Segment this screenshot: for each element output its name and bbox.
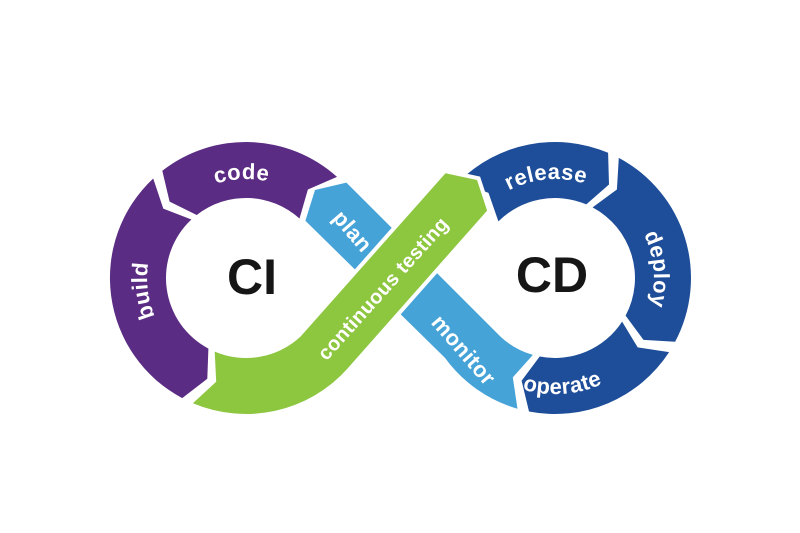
segment-operate [519,317,673,416]
plan-monitor-band [303,180,537,412]
segment-code [160,140,341,223]
segment-build [107,174,211,401]
segment-release [455,140,612,226]
segment-deploy [588,154,693,344]
ci-label: CI [227,249,277,305]
continuous-testing-band [185,168,492,418]
cd-label: CD [516,247,588,303]
